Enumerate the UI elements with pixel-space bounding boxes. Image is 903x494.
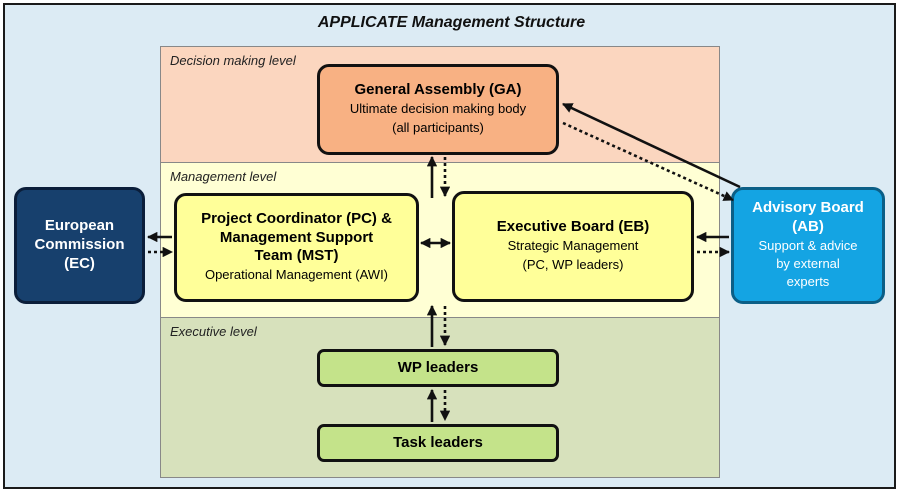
executive-board-box: Executive Board (EB) Strategic Managemen…: [452, 191, 694, 302]
task-leaders-title: Task leaders: [393, 433, 483, 451]
general-assembly-title: General Assembly (GA): [354, 81, 522, 99]
wp-leaders-box: WP leaders: [317, 349, 559, 387]
general-assembly-desc-1: Ultimate decision making body: [349, 101, 527, 117]
diagram-title: APPLICATE Management Structure: [317, 14, 586, 31]
executive-board-desc-2: (PC, WP leaders): [522, 256, 624, 272]
project-coordinator-title-1: Project Coordinator (PC) &: [201, 209, 392, 227]
european-commission-line-3: (EC): [64, 254, 95, 272]
project-coordinator-title-3: Team (MST): [254, 247, 339, 265]
european-commission-line-1: European: [44, 217, 115, 235]
general-assembly-box: General Assembly (GA) Ultimate decision …: [317, 64, 559, 155]
project-coordinator-desc: Operational Management (AWI): [204, 267, 389, 283]
project-coordinator-title-2: Management Support: [219, 228, 374, 246]
management-level-label: Management level: [170, 169, 277, 184]
advisory-board-desc-2: by external: [776, 256, 840, 272]
executive-board-title: Executive Board (EB): [496, 218, 650, 236]
project-coordinator-box: Project Coordinator (PC) & Management Su…: [174, 193, 419, 302]
general-assembly-desc-2: (all participants): [392, 119, 484, 135]
advisory-board-title-1: Advisory Board: [752, 199, 864, 217]
advisory-board-box: Advisory Board (AB) Support & advice by …: [731, 187, 885, 304]
wp-leaders-title: WP leaders: [397, 358, 479, 376]
advisory-board-desc-3: experts: [786, 274, 830, 290]
executive-board-desc-1: Strategic Management: [507, 238, 639, 254]
task-leaders-box: Task leaders: [317, 424, 559, 462]
decision-level-label: Decision making level: [170, 53, 296, 68]
executive-level-label: Executive level: [170, 324, 257, 339]
advisory-board-title-2: (AB): [792, 218, 824, 236]
european-commission-box: European Commission (EC): [14, 187, 145, 304]
advisory-board-desc-1: Support & advice: [758, 237, 858, 253]
european-commission-line-2: Commission: [34, 236, 125, 254]
